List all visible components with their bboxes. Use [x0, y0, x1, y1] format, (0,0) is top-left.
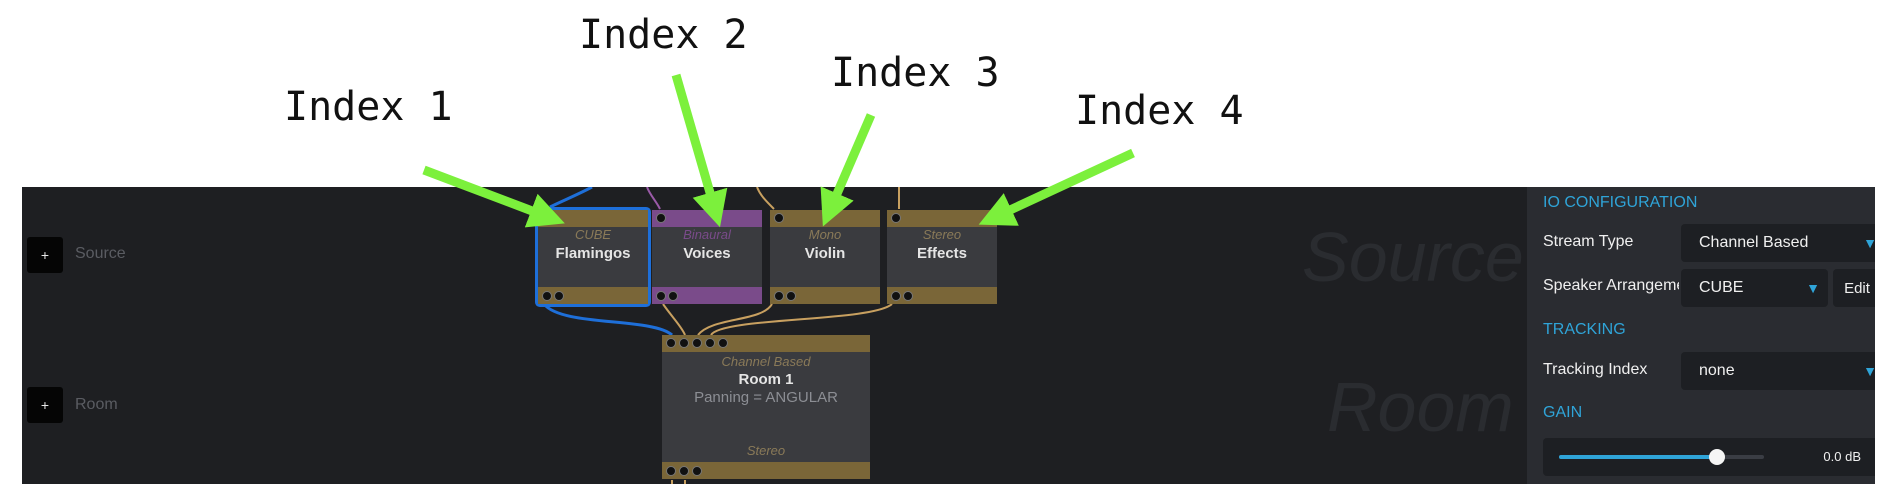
- tracking-index-dropdown[interactable]: none ▼: [1681, 352, 1875, 390]
- output-port[interactable]: [786, 291, 796, 301]
- node-input-bar: [538, 210, 648, 227]
- node-output-bar: [887, 287, 997, 304]
- node-output-bar: [770, 287, 880, 304]
- node-name-label: Violin: [804, 245, 846, 262]
- output-port[interactable]: [656, 291, 666, 301]
- room-output-type-label: Stereo: [746, 443, 786, 458]
- output-port[interactable]: [666, 466, 676, 476]
- gain-slider-thumb[interactable]: [1708, 449, 1725, 465]
- speaker-arrangement-dropdown[interactable]: CUBE ▼: [1681, 269, 1828, 307]
- source-node-violin[interactable]: Mono Violin: [770, 210, 880, 304]
- edit-button[interactable]: Edit: [1833, 269, 1875, 307]
- input-port[interactable]: [656, 213, 666, 223]
- speaker-arrangement-value: CUBE: [1699, 279, 1744, 296]
- gain-control: 0.0 dB: [1543, 438, 1875, 476]
- tracking-index-label: Tracking Index: [1543, 361, 1648, 378]
- node-type-label: CUBE: [574, 227, 612, 242]
- source-watermark: Source: [1302, 218, 1524, 296]
- tracking-index-value: none: [1699, 362, 1735, 379]
- node-type-label: Binaural: [683, 227, 731, 242]
- stream-type-label: Stream Type: [1543, 233, 1634, 250]
- stream-type-dropdown[interactable]: Channel Based ▼: [1681, 224, 1875, 262]
- input-port[interactable]: [692, 338, 702, 348]
- source-node-voices[interactable]: Binaural Voices: [652, 210, 762, 304]
- input-port[interactable]: [718, 338, 728, 348]
- connection-wires: [542, 187, 900, 484]
- node-type-label: Stereo: [922, 227, 962, 242]
- node-input-bar: [887, 210, 997, 227]
- gain-slider-track[interactable]: [1559, 449, 1764, 465]
- node-graph-editor: + Source + Room Source Room CUBE Flaming…: [22, 187, 1875, 484]
- output-port[interactable]: [542, 291, 552, 301]
- add-source-button[interactable]: +: [27, 237, 63, 273]
- output-port[interactable]: [554, 291, 564, 301]
- chevron-down-icon: ▼: [1863, 235, 1875, 251]
- output-port[interactable]: [774, 291, 784, 301]
- node-type-label: Mono: [808, 227, 842, 242]
- output-port[interactable]: [679, 466, 689, 476]
- node-output-bar: [538, 287, 648, 304]
- annotation-index-2: Index 2: [579, 12, 748, 58]
- speaker-arrangement-label: Speaker Arrangement: [1543, 277, 1679, 294]
- input-port[interactable]: [679, 338, 689, 348]
- tracking-heading: TRACKING: [1543, 321, 1626, 338]
- source-row-label: Source: [75, 245, 126, 262]
- node-name-label: Flamingos: [555, 245, 631, 262]
- room-watermark: Room: [1327, 368, 1514, 446]
- node-name-label: Effects: [916, 245, 968, 262]
- gain-value-label: 0.0 dB: [1823, 449, 1861, 464]
- properties-panel: IO CONFIGURATION Stream Type Channel Bas…: [1527, 187, 1875, 484]
- output-port[interactable]: [668, 291, 678, 301]
- input-port[interactable]: [705, 338, 715, 348]
- source-node-effects[interactable]: Stereo Effects: [887, 210, 997, 304]
- room-type-label: Channel Based: [721, 354, 811, 369]
- annotation-index-3: Index 3: [831, 50, 1000, 96]
- chevron-down-icon: ▼: [1863, 363, 1875, 379]
- add-room-button[interactable]: +: [27, 387, 63, 423]
- io-configuration-heading: IO CONFIGURATION: [1543, 194, 1698, 211]
- chevron-down-icon: ▼: [1806, 280, 1820, 296]
- output-port[interactable]: [903, 291, 913, 301]
- stream-type-value: Channel Based: [1699, 234, 1809, 251]
- annotation-index-1: Index 1: [284, 84, 453, 130]
- input-port[interactable]: [666, 338, 676, 348]
- output-port[interactable]: [891, 291, 901, 301]
- room-output-bar: [662, 462, 870, 479]
- node-output-bar: [652, 287, 762, 304]
- input-port[interactable]: [891, 213, 901, 223]
- input-port[interactable]: [542, 213, 552, 223]
- room-panning-label: Panning = ANGULAR: [694, 389, 838, 406]
- source-node-flamingos[interactable]: CUBE Flamingos: [538, 210, 648, 304]
- input-port[interactable]: [774, 213, 784, 223]
- room-name-label: Room 1: [738, 371, 794, 388]
- gain-heading: GAIN: [1543, 404, 1583, 421]
- node-input-bar: [770, 210, 880, 227]
- room-node[interactable]: Channel Based Room 1 Panning = ANGULAR S…: [662, 335, 870, 479]
- node-name-label: Voices: [683, 245, 731, 262]
- node-input-bar: [652, 210, 762, 227]
- output-port[interactable]: [692, 466, 702, 476]
- annotation-index-4: Index 4: [1075, 88, 1244, 134]
- room-row-label: Room: [75, 396, 118, 413]
- gain-slider-fill: [1559, 455, 1717, 459]
